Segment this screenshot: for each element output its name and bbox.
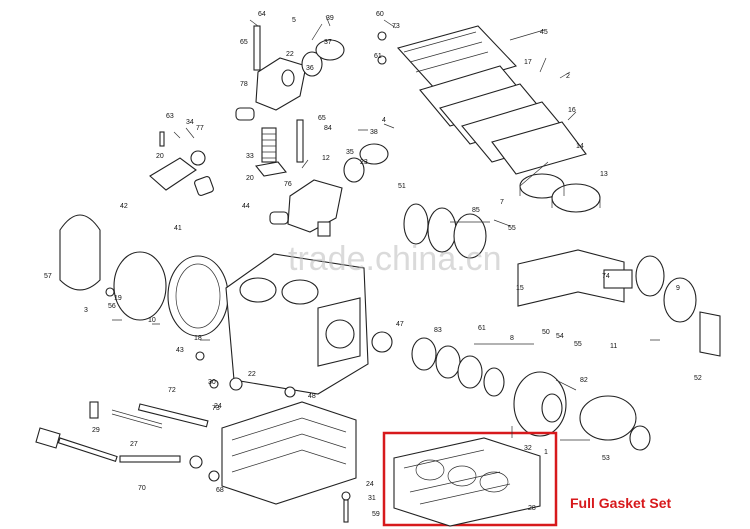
part-number-label: 10 xyxy=(148,317,156,324)
part-number-label: 48 xyxy=(308,393,316,400)
part-number-label: 2 xyxy=(566,73,570,80)
part-number-label: 18 xyxy=(194,335,202,342)
part-number-label: 28 xyxy=(528,505,536,512)
part-number-label: 32 xyxy=(524,445,532,452)
part-number-label: 65 xyxy=(240,39,248,46)
part-number-label: 8 xyxy=(510,335,514,342)
part-number-label: 73 xyxy=(392,23,400,30)
part-number-label: 7 xyxy=(500,199,504,206)
part-number-label: 16 xyxy=(568,107,576,114)
part-number-label: 43 xyxy=(176,347,184,354)
part-number-label: 20 xyxy=(246,175,254,182)
part-number-label: 84 xyxy=(324,125,332,132)
part-number-label: 70 xyxy=(138,485,146,492)
part-number-label: 47 xyxy=(396,321,404,328)
part-number-label: 14 xyxy=(576,143,584,150)
cylinder-liners xyxy=(519,173,601,213)
part-number-label: 78 xyxy=(240,81,248,88)
part-number-label: 76 xyxy=(284,181,292,188)
part-number-label: 55 xyxy=(508,225,516,232)
part-number-label: 17 xyxy=(524,59,532,66)
part-number-label: 45 xyxy=(540,29,548,36)
part-number-label: 55 xyxy=(574,341,582,348)
part-number-label: 64 xyxy=(258,11,266,18)
part-number-label: 56 xyxy=(108,303,116,310)
part-number-label: 38 xyxy=(370,129,378,136)
part-number-label: 22 xyxy=(248,371,256,378)
part-number-label: 74 xyxy=(602,273,610,280)
part-number-label: 3 xyxy=(84,307,88,314)
part-number-label: 59 xyxy=(372,511,380,518)
part-number-label: 42 xyxy=(120,203,128,210)
part-number-label: 39 xyxy=(326,15,334,22)
part-number-label: 63 xyxy=(166,113,174,120)
cylinder-head-assembly xyxy=(377,25,587,175)
part-number-label: 15 xyxy=(516,285,524,292)
end-cover xyxy=(59,214,229,361)
part-number-label: 41 xyxy=(174,225,182,232)
full-gasket-set-caption: Full Gasket Set xyxy=(570,495,671,511)
heater-and-bolts xyxy=(35,401,220,482)
part-number-label: 12 xyxy=(322,155,330,162)
part-number-label: 54 xyxy=(556,333,564,340)
part-number-label: 72 xyxy=(168,387,176,394)
part-number-label: 35 xyxy=(346,149,354,156)
part-number-label: 85 xyxy=(472,207,480,214)
part-number-label: 20 xyxy=(156,153,164,160)
crankshaft-and-seal xyxy=(371,203,721,451)
part-number-label: 82 xyxy=(580,377,588,384)
part-number-label: 37 xyxy=(324,39,332,46)
service-valve-flange xyxy=(149,131,214,196)
part-number-label: 9 xyxy=(676,285,680,292)
part-number-label: 50 xyxy=(542,329,550,336)
part-number-label: 77 xyxy=(196,125,204,132)
part-number-label: 30 xyxy=(208,379,216,386)
part-number-label: 11 xyxy=(610,343,617,350)
part-number-label: 19 xyxy=(114,295,122,302)
part-number-label: 61 xyxy=(478,325,486,332)
part-number-label: 4 xyxy=(382,117,386,124)
part-number-label: 31 xyxy=(368,495,376,502)
part-number-label: 51 xyxy=(398,183,406,190)
part-number-label: 33 xyxy=(246,153,254,160)
part-number-label: 83 xyxy=(434,327,442,334)
part-number-label: 5 xyxy=(292,17,296,24)
part-number-label: 73 xyxy=(212,405,220,412)
part-number-label: 13 xyxy=(600,171,608,178)
part-number-label: 29 xyxy=(92,427,100,434)
oil-pan xyxy=(221,401,357,523)
part-number-label: 44 xyxy=(242,203,250,210)
part-number-label: 27 xyxy=(130,441,138,448)
part-number-label: 57 xyxy=(44,273,52,280)
part-number-label: 52 xyxy=(694,375,702,382)
watermark-text: trade.china.cn xyxy=(288,240,502,278)
gasket-set-highlight xyxy=(382,431,558,527)
part-number-label: 36 xyxy=(306,65,314,72)
part-number-label: 61 xyxy=(374,53,382,60)
discharge-valve-assembly xyxy=(269,119,389,237)
part-number-label: 24 xyxy=(366,481,374,488)
part-number-label: 34 xyxy=(186,119,194,126)
part-number-label: 60 xyxy=(376,11,384,18)
part-number-label: 22 xyxy=(286,51,294,58)
part-number-label: 65 xyxy=(318,115,326,122)
part-number-label: 68 xyxy=(216,487,224,494)
part-number-label: 23 xyxy=(360,159,368,166)
crankcase xyxy=(209,253,369,398)
part-number-label: 53 xyxy=(602,455,610,462)
suction-valve-assembly xyxy=(235,25,345,177)
part-number-label: 1 xyxy=(544,449,548,456)
part-number-label: 24 xyxy=(214,403,222,410)
